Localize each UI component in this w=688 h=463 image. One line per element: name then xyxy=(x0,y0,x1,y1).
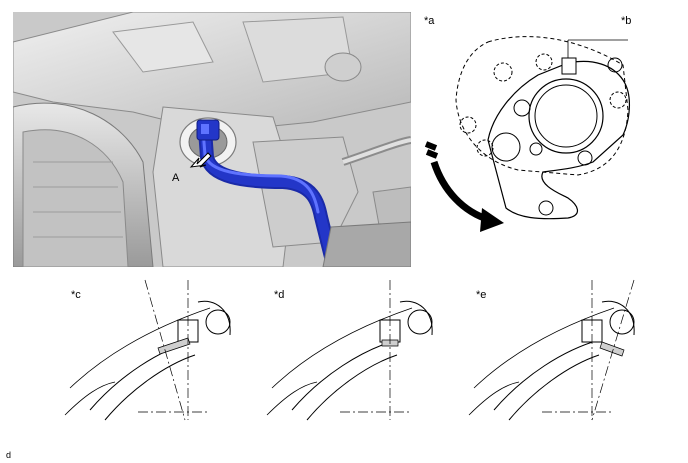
label-d: *d xyxy=(274,289,285,301)
footer-code: d xyxy=(6,450,12,460)
engine-bay-illustration xyxy=(13,12,411,267)
label-e: *e xyxy=(476,289,487,301)
detail-view-e xyxy=(464,279,644,430)
detail-view-c xyxy=(60,279,240,430)
label-a: *a xyxy=(424,15,435,27)
callout-a-label: A xyxy=(172,172,180,184)
label-c: *c xyxy=(71,289,81,301)
label-b: *b xyxy=(621,15,632,27)
cam-plate-diagram xyxy=(418,20,688,260)
detail-view-d xyxy=(262,280,442,430)
